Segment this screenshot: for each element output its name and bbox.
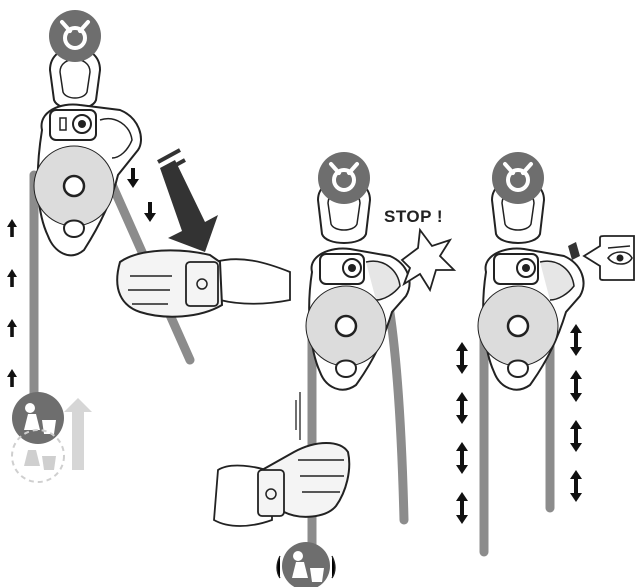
load-bag-icon-2 [282, 542, 330, 587]
big-pull-arrow [160, 160, 218, 252]
progress-capture-pulley [34, 104, 141, 255]
load-rising-arrows [7, 219, 17, 387]
stop-label: STOP ! [384, 207, 443, 226]
panel-haul [7, 10, 290, 482]
tension-arrows-left [456, 342, 468, 524]
anchor-ring-icon-3 [492, 152, 544, 204]
rope-right [388, 300, 404, 520]
anchor-ring-icon [49, 10, 101, 62]
panel-locked [456, 152, 634, 552]
gloved-hand-icon [117, 250, 290, 316]
panel-release: STOP ! [214, 152, 454, 587]
progress-capture-pulley-3 [478, 242, 583, 390]
eye-check-icon [584, 236, 634, 280]
impact-burst-icon [402, 230, 454, 290]
lock-indicator [568, 242, 580, 260]
gloved-hand-icon-2 [214, 443, 349, 526]
anchor-ring-icon-2 [318, 152, 370, 204]
haul-direction-arrows [127, 150, 218, 252]
tension-arrows-right [570, 324, 582, 502]
